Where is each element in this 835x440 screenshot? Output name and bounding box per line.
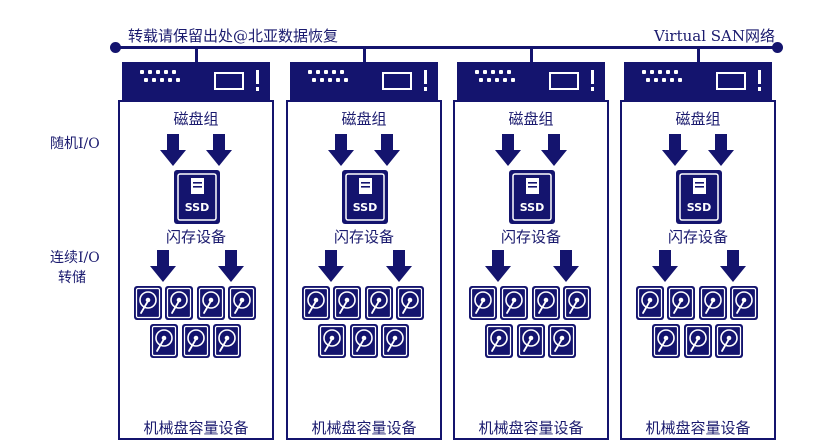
flash-device-label: 闪存设备 [667, 228, 728, 246]
ssd-icon: SSD [509, 170, 555, 224]
arrow-down-icon [662, 134, 688, 166]
host-node: 磁盘组 SSD 闪存设备 机械盘容量设备 [453, 48, 609, 440]
hard-drive-icon [500, 286, 528, 320]
svg-text:SSD: SSD [185, 201, 209, 214]
disk-group-label: 磁盘组 [675, 110, 721, 128]
hard-drive-icon [228, 286, 256, 320]
arrow-down-icon [328, 134, 354, 166]
arrow-down-icon [206, 134, 232, 166]
capacity-device-label: 机械盘容量设备 [143, 419, 249, 437]
server-icon [290, 62, 438, 100]
arrow-down-icon [495, 134, 521, 166]
hard-drive-icon [333, 286, 361, 320]
network-connector [697, 48, 700, 62]
hard-drive-icon [548, 324, 576, 358]
disk-group-box: 磁盘组 SSD 闪存设备 机械盘容量设备 [620, 100, 776, 440]
server-icon [122, 62, 270, 100]
capacity-device-label: 机械盘容量设备 [311, 419, 417, 437]
hard-drive-icon [197, 286, 225, 320]
network-connector [363, 48, 366, 62]
network-connector [195, 48, 198, 62]
virtual-san-network-line [115, 46, 778, 49]
ssd-icon: SSD [676, 170, 722, 224]
disk-group-box: 磁盘组 SSD 闪存设备 机械盘容量设备 [453, 100, 609, 440]
svg-text:SSD: SSD [520, 201, 544, 214]
sequential-io-label: 连续I/O [50, 250, 100, 266]
hard-drive-icon [150, 324, 178, 358]
random-io-label: 随机I/O [50, 136, 100, 152]
hard-drive-icon [684, 324, 712, 358]
hard-drive-icon [636, 286, 664, 320]
disk-group-label: 磁盘组 [173, 110, 219, 128]
destage-label: 转储 [58, 270, 86, 286]
arrow-down-icon [374, 134, 400, 166]
hard-drive-icon [381, 324, 409, 358]
ssd-icon: SSD [174, 170, 220, 224]
capacity-device-label: 机械盘容量设备 [645, 419, 751, 437]
hard-drive-icon [485, 324, 513, 358]
hard-drive-icon [469, 286, 497, 320]
arrow-down-icon [553, 250, 579, 282]
svg-text:SSD: SSD [687, 201, 711, 214]
hard-drive-icon [182, 324, 210, 358]
network-connector [530, 48, 533, 62]
disk-group-box: 磁盘组 SSD 闪存设备 机械盘容量设备 [118, 100, 274, 440]
arrow-down-icon [318, 250, 344, 282]
hard-drive-icon [563, 286, 591, 320]
hard-drive-icon [517, 324, 545, 358]
hard-drive-icon [532, 286, 560, 320]
hard-drive-icon [652, 324, 680, 358]
ssd-icon: SSD [342, 170, 388, 224]
server-icon [624, 62, 772, 100]
hard-drive-icon [365, 286, 393, 320]
hard-drive-icon [134, 286, 162, 320]
arrow-down-icon [386, 250, 412, 282]
arrow-down-icon [720, 250, 746, 282]
server-icon [457, 62, 605, 100]
svg-text:SSD: SSD [353, 201, 377, 214]
host-node: 磁盘组 SSD 闪存设备 机械盘容量设备 [620, 48, 776, 440]
hard-drive-icon [350, 324, 378, 358]
disk-group-box: 磁盘组 SSD 闪存设备 机械盘容量设备 [286, 100, 442, 440]
arrow-down-icon [160, 134, 186, 166]
hard-drive-icon [699, 286, 727, 320]
arrow-down-icon [541, 134, 567, 166]
hard-drive-icon [213, 324, 241, 358]
hard-drive-icon [715, 324, 743, 358]
flash-device-label: 闪存设备 [165, 228, 226, 246]
arrow-down-icon [708, 134, 734, 166]
network-endpoint-right [772, 42, 783, 53]
arrow-down-icon [218, 250, 244, 282]
hard-drive-icon [318, 324, 346, 358]
host-node: 磁盘组 SSD 闪存设备 机械盘容量设备 [286, 48, 442, 440]
disk-group-label: 磁盘组 [341, 110, 387, 128]
hard-drive-icon [730, 286, 758, 320]
network-label: Virtual SAN网络 [654, 27, 775, 45]
hard-drive-icon [667, 286, 695, 320]
hard-drive-icon [302, 286, 330, 320]
arrow-down-icon [652, 250, 678, 282]
disk-group-label: 磁盘组 [508, 110, 554, 128]
watermark-text: 转载请保留出处@北亚数据恢复 [128, 27, 339, 45]
flash-device-label: 闪存设备 [333, 228, 394, 246]
flash-device-label: 闪存设备 [500, 228, 561, 246]
hard-drive-icon [165, 286, 193, 320]
hard-drive-icon [396, 286, 424, 320]
arrow-down-icon [485, 250, 511, 282]
capacity-device-label: 机械盘容量设备 [478, 419, 584, 437]
arrow-down-icon [150, 250, 176, 282]
host-node: 磁盘组 SSD 闪存设备 机械盘容量设备 [118, 48, 274, 440]
